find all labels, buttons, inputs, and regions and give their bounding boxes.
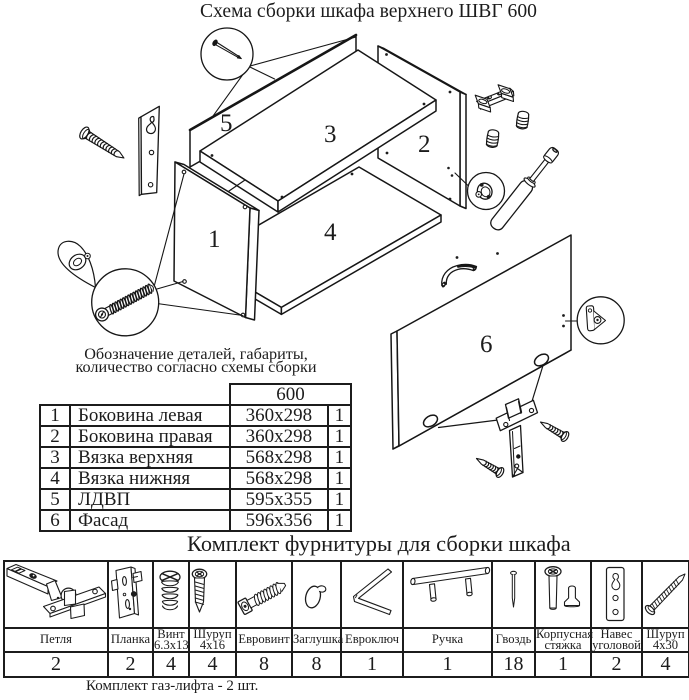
svg-text:1: 1 (208, 226, 221, 253)
svg-text:2: 2 (418, 131, 431, 158)
svg-text:5: 5 (220, 110, 233, 137)
svg-text:3: 3 (324, 121, 337, 148)
svg-text:4: 4 (324, 219, 337, 246)
svg-text:6: 6 (480, 331, 493, 358)
